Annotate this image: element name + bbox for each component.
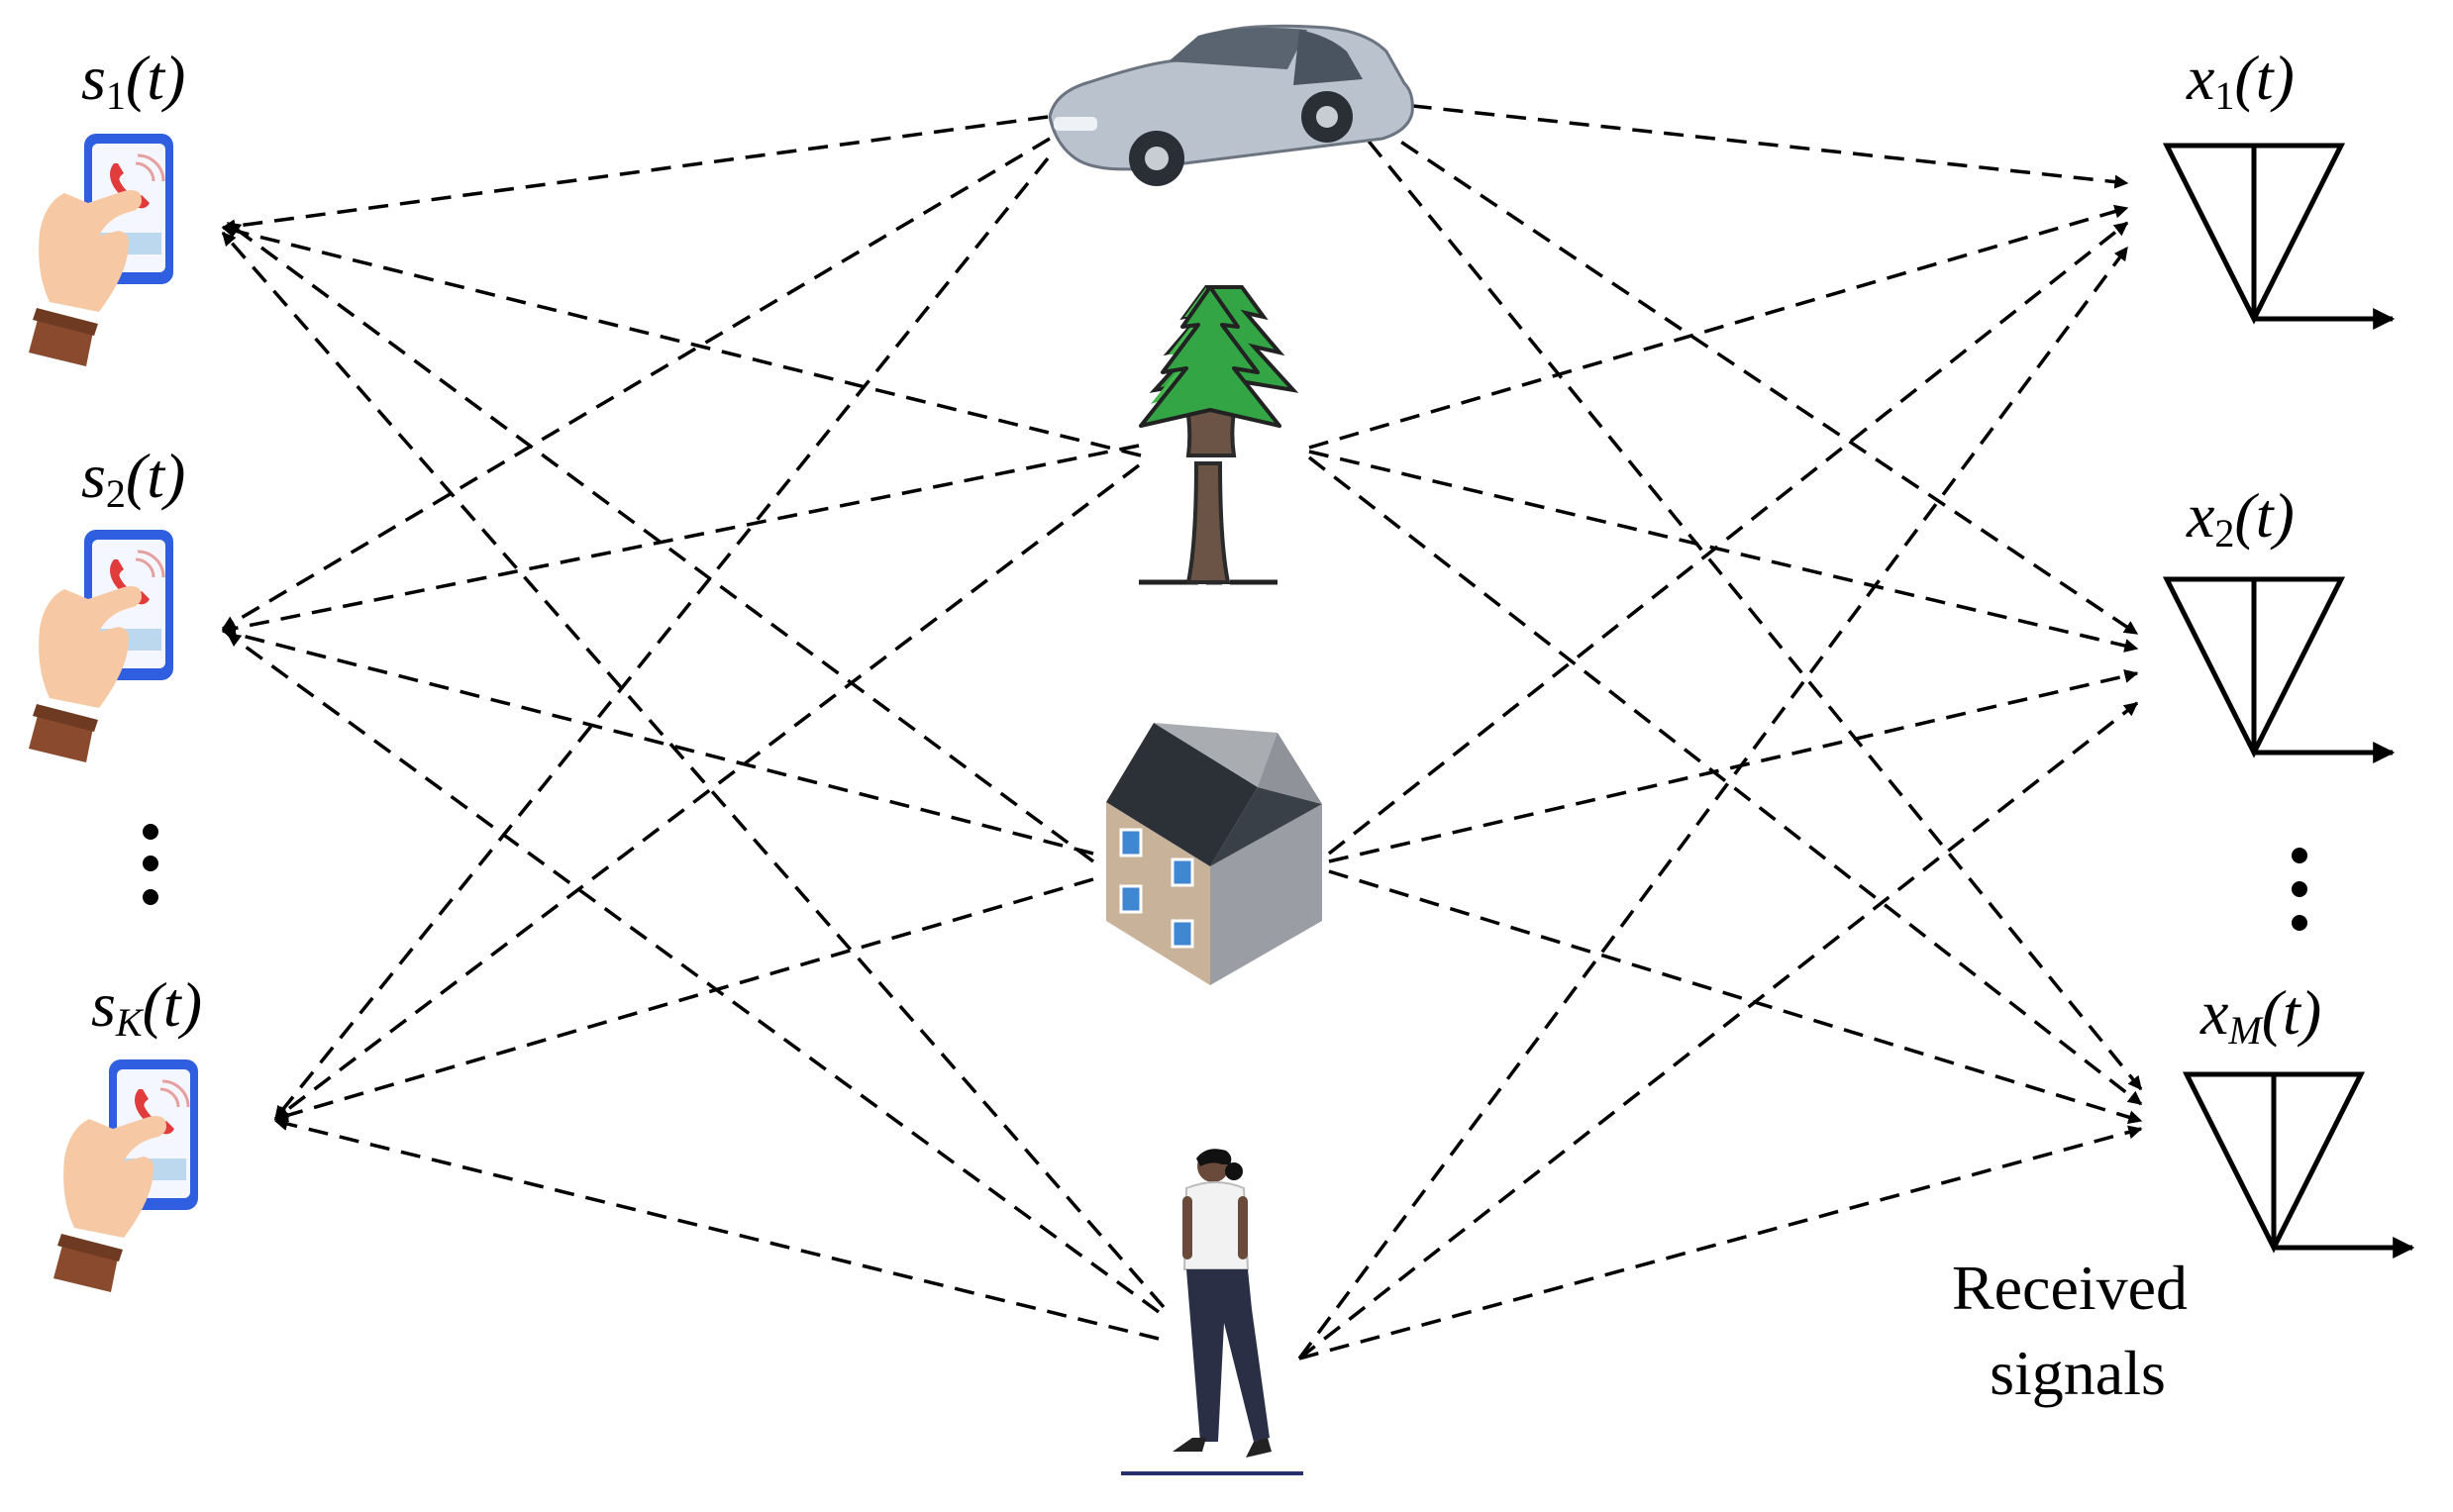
ellipsis-icon bbox=[2292, 848, 2307, 931]
received-signals-label: Received signals bbox=[1952, 1253, 2203, 1408]
signal-path-line bbox=[1298, 1125, 2143, 1361]
signal-path-line bbox=[1327, 221, 2129, 856]
signal-path-line bbox=[1297, 701, 2139, 1361]
signal-path-line bbox=[221, 137, 1051, 631]
phone-icon bbox=[51, 1058, 200, 1294]
signal-path-line bbox=[1328, 669, 2139, 863]
signal-path-line bbox=[1347, 115, 2143, 1091]
signal-path-line bbox=[273, 877, 1094, 1123]
phone-icon bbox=[27, 132, 175, 368]
source-label-1: s1(t) bbox=[81, 43, 185, 118]
antenna-icon bbox=[2167, 579, 2393, 753]
tree-icon bbox=[1139, 285, 1299, 585]
signal-path-line bbox=[221, 627, 1094, 856]
signal-path-line bbox=[226, 221, 1095, 863]
receiver-label-m: xM(t) bbox=[2199, 977, 2321, 1053]
source-label-k: sK(t) bbox=[91, 969, 202, 1045]
phone-icon bbox=[27, 528, 175, 764]
house-icon bbox=[1106, 723, 1322, 985]
signal-path-line bbox=[1308, 450, 2139, 653]
signal-path-line bbox=[221, 444, 1140, 636]
signal-path-line bbox=[1307, 455, 2143, 1106]
receiver-label-1: x1(t) bbox=[2186, 43, 2295, 118]
signal-path-line bbox=[273, 463, 1141, 1121]
signal-path-line bbox=[226, 632, 1161, 1314]
ellipsis-icon bbox=[143, 824, 158, 905]
car-icon bbox=[1048, 24, 1414, 186]
signal-path-line bbox=[273, 156, 1050, 1121]
signal-path-line bbox=[273, 1117, 1160, 1341]
receiver-label-2: x2(t) bbox=[2186, 480, 2295, 555]
signal-path-line bbox=[221, 115, 1049, 234]
signal-path-line bbox=[221, 224, 1142, 457]
source-label-2: s2(t) bbox=[81, 441, 185, 516]
signal-path-line bbox=[1328, 869, 2143, 1124]
signal-path-line bbox=[1348, 97, 2129, 189]
antenna-icon bbox=[2187, 1074, 2412, 1248]
signal-path-line bbox=[221, 231, 1166, 1309]
signal-path-line bbox=[1308, 204, 2129, 450]
signal-path-line bbox=[1297, 246, 2129, 1361]
signal-paths bbox=[221, 97, 2143, 1361]
antenna-icon bbox=[2167, 146, 2393, 319]
person-icon bbox=[1121, 1149, 1303, 1475]
